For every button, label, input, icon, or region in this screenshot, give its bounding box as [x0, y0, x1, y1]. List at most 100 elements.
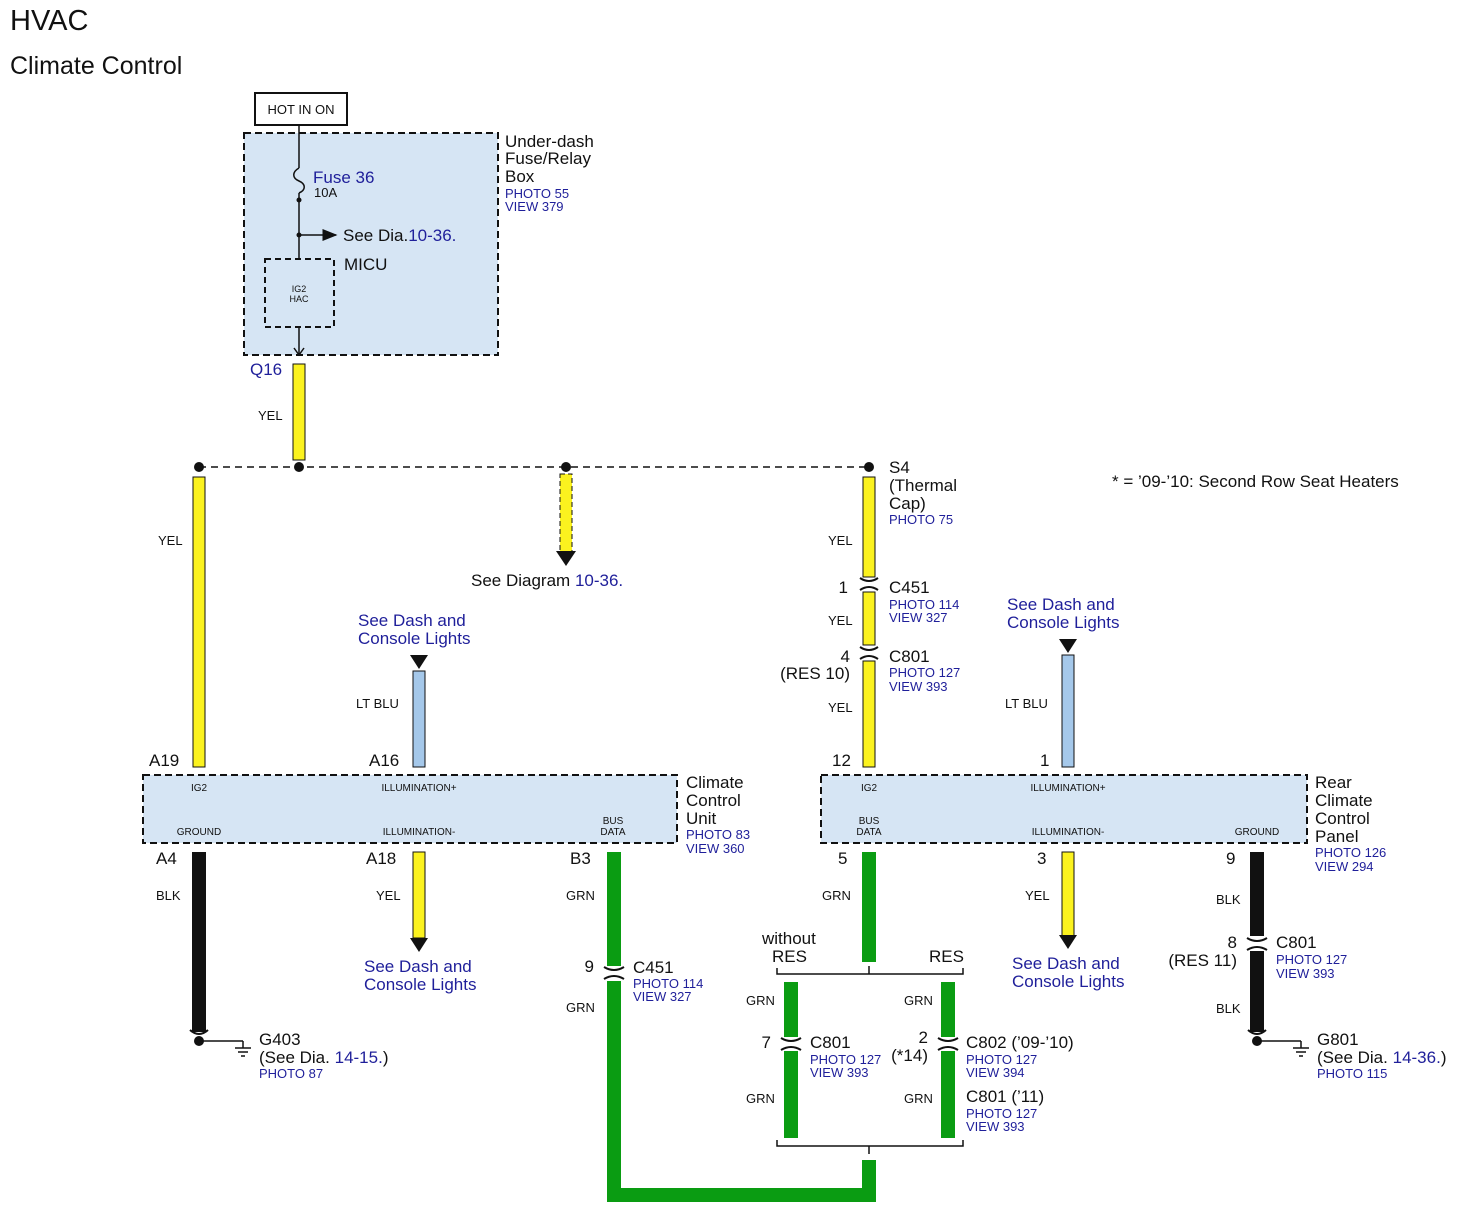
c801-top-view: VIEW 393 — [889, 679, 948, 694]
wire-t1-label: LT BLU — [1005, 696, 1048, 711]
see-dia-text: See Dia.10-36. — [343, 226, 456, 245]
wire-see-diagram-yel — [559, 473, 573, 553]
dash-lights-top-right-2[interactable]: Console Lights — [1007, 613, 1119, 632]
c451-bottom-photo: PHOTO 114 — [633, 976, 703, 991]
c801-rear-pin: 8 — [1228, 933, 1237, 952]
wire-s4-label: YEL — [828, 533, 853, 548]
wire-a16-label: LT BLU — [356, 696, 399, 711]
c801-11-view: VIEW 393 — [966, 1119, 1025, 1134]
wire-a16-ltblu — [412, 670, 426, 768]
dash-lights-bottom-left-2[interactable]: Console Lights — [364, 975, 476, 994]
branch-res: RES — [929, 947, 964, 966]
rear-climate-control-panel — [820, 774, 1308, 844]
c451-top-photo: PHOTO 114 — [889, 597, 959, 612]
page-subtitle: Climate Control — [10, 52, 182, 80]
c451-top-name: C451 — [889, 578, 930, 597]
c802-name: C802 (’09-’10) — [966, 1033, 1074, 1052]
wire-b3-label-1: GRN — [566, 888, 595, 903]
branch-right-label-1: GRN — [904, 993, 933, 1008]
see-diagram-text: See Diagram 10-36. — [471, 571, 623, 590]
c801-rear-res: (RES 11) — [1168, 951, 1237, 970]
c801-top-res: (RES 10) — [780, 664, 850, 683]
c801-left-pin: 7 — [762, 1033, 771, 1052]
rcp-terminal-12: 12 — [832, 751, 851, 770]
micu-pin-ig2: IG2 — [292, 284, 307, 294]
dash-lights-bottom-right-1[interactable]: See Dash and — [1012, 954, 1120, 973]
ccu-pin-bus: BUS — [603, 816, 624, 827]
climate-control-unit — [142, 774, 678, 844]
wire-c801-12-label: YEL — [828, 700, 853, 715]
ccu-name-1: Climate — [686, 773, 744, 792]
c802-star: (*14) — [891, 1046, 928, 1065]
c801-top-pin: 4 — [841, 647, 850, 666]
rcp-terminal-1: 1 — [1040, 751, 1049, 770]
see-diagram-arrow — [556, 551, 576, 566]
rcp-name-1: Rear — [1315, 773, 1352, 792]
see-diagram-link[interactable]: 10-36. — [575, 571, 623, 590]
ccu-name-2: Control — [686, 791, 741, 810]
c801-rear-photo: PHOTO 127 — [1276, 952, 1347, 967]
dash-lights-bottom-right-2[interactable]: Console Lights — [1012, 972, 1124, 991]
c801-left-photo: PHOTO 127 — [810, 1052, 881, 1067]
ground-g801-icon — [1293, 1047, 1309, 1057]
ccu-terminal-a19: A19 — [149, 751, 179, 770]
see-dia-link[interactable]: 10-36. — [408, 226, 456, 245]
wire-t5-label: GRN — [822, 888, 851, 903]
branch-right-label-2: GRN — [904, 1091, 933, 1106]
wire-t3-yel — [1061, 851, 1075, 937]
dash-lights-top-right-arrow — [1059, 639, 1077, 653]
connector-c801-left — [780, 1037, 802, 1051]
wire-a4-blk — [192, 852, 206, 1032]
c801-rear-view: VIEW 393 — [1276, 966, 1335, 981]
wire-b3-grn — [607, 852, 621, 966]
wire-t9-blk-top — [1250, 852, 1264, 936]
micu-label: MICU — [344, 255, 387, 274]
splice-dot-q16 — [294, 462, 304, 472]
splice-s4-line2: Cap) — [889, 494, 926, 513]
wire-q16-label: YEL — [258, 408, 283, 423]
fuse-rating: 10A — [314, 185, 337, 200]
splice-s4-name: S4 — [889, 458, 910, 477]
splice-dot-left — [194, 462, 204, 472]
branch-bottom-brace — [776, 1140, 964, 1154]
c801-11-name: C801 (’11) — [966, 1087, 1044, 1106]
dash-lights-top-left-2[interactable]: Console Lights — [358, 629, 470, 648]
ccu-terminal-a4: A4 — [156, 849, 177, 868]
wire-a19-yel — [192, 476, 206, 768]
fuse-box-output-pin: Q16 — [250, 360, 282, 379]
connector-c801-top — [859, 646, 879, 660]
g801-link[interactable]: 14-36. — [1393, 1048, 1441, 1067]
wire-c801-12-yel — [862, 660, 876, 768]
wire-c451-c801-yel — [862, 591, 876, 646]
rcp-terminal-5: 5 — [838, 849, 847, 868]
page-title: HVAC — [10, 5, 88, 37]
wire-t9-label-1: BLK — [1216, 892, 1241, 907]
dash-lights-top-right-1[interactable]: See Dash and — [1007, 595, 1115, 614]
ccu-terminal-b3: B3 — [570, 849, 591, 868]
g403-link[interactable]: 14-15. — [335, 1048, 383, 1067]
micu-box — [264, 258, 335, 328]
fuse-box-name-1: Under-dash — [505, 132, 594, 151]
g801-see: (See Dia. 14-36.) — [1317, 1048, 1446, 1067]
ground-g403-icon — [235, 1047, 251, 1057]
splice-s4-line1: (Thermal — [889, 476, 957, 495]
ccu-pin-ig2: IG2 — [191, 783, 208, 794]
g403-see: (See Dia. 14-15.) — [259, 1048, 388, 1067]
c801-left-view: VIEW 393 — [810, 1065, 869, 1080]
splice-dot-s4 — [864, 462, 874, 472]
splice-s4-photo: PHOTO 75 — [889, 512, 953, 527]
c801-top-photo: PHOTO 127 — [889, 665, 960, 680]
dash-lights-top-left-1[interactable]: See Dash and — [358, 611, 466, 630]
connector-c802 — [937, 1037, 959, 1051]
wire-c451-loop-grn — [607, 981, 876, 1202]
ccu-pin-illum-plus: ILLUMINATION+ — [381, 783, 456, 794]
footnote: * = ’09-’10: Second Row Seat Heaters — [1112, 472, 1399, 491]
rcp-terminal-9: 9 — [1226, 849, 1235, 868]
dash-lights-bottom-left-1[interactable]: See Dash and — [364, 957, 472, 976]
rcp-pin-illum-minus: ILLUMINATION- — [1032, 827, 1105, 838]
g801-photo: PHOTO 115 — [1317, 1066, 1387, 1081]
c802-pin: 2 — [919, 1028, 928, 1047]
wire-branch-right-grn-bottom — [941, 1051, 955, 1138]
wire-a18-label: YEL — [376, 888, 401, 903]
rcp-pin-ig2: IG2 — [861, 783, 878, 794]
